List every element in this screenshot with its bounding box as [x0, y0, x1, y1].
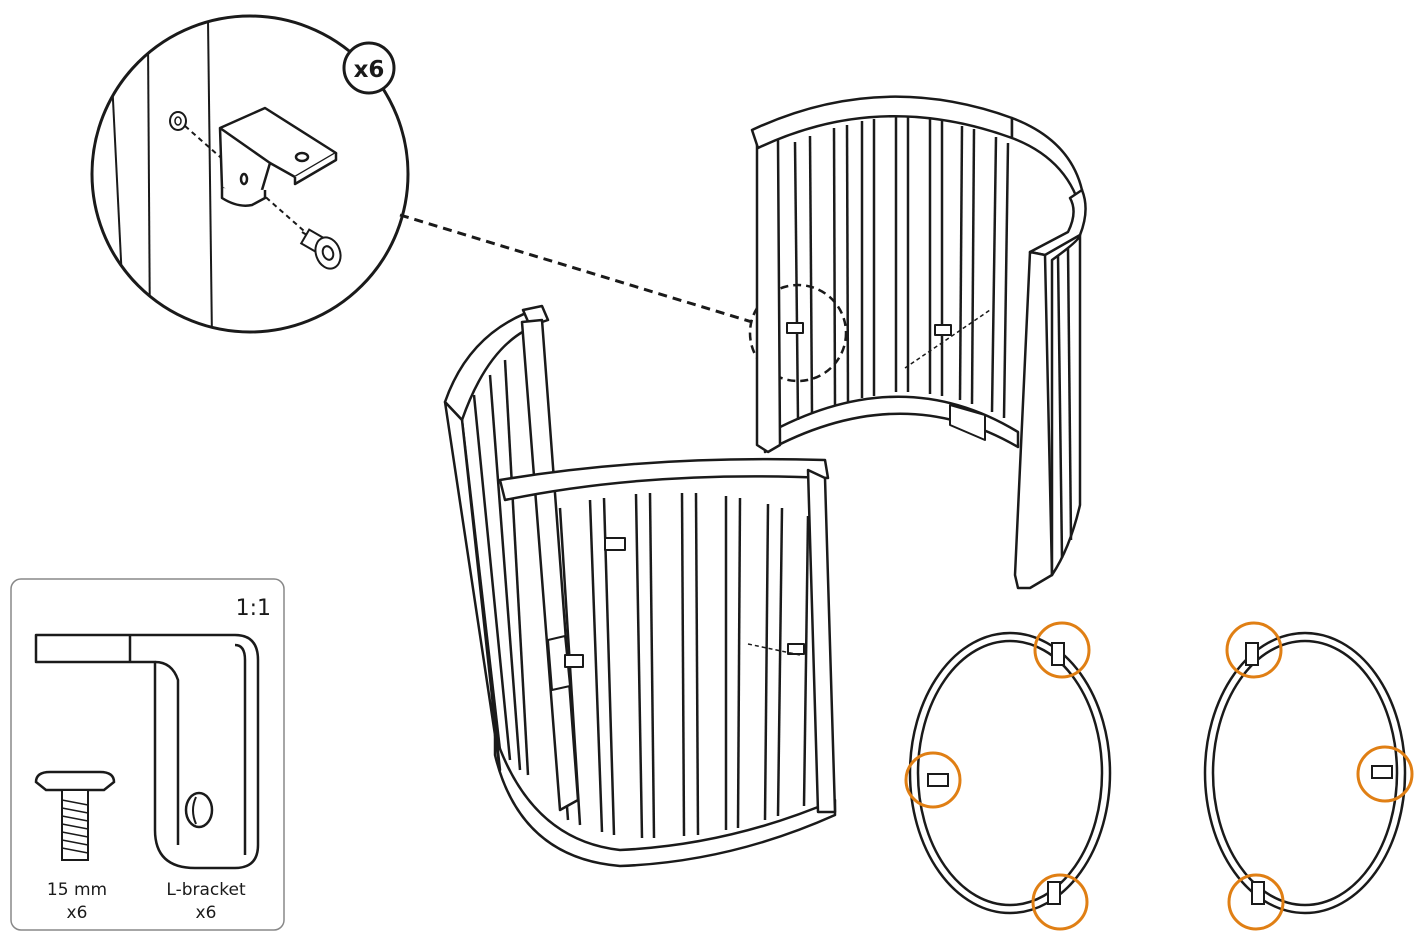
- slat-edge: [147, 39, 151, 332]
- slat-edge: [207, 19, 213, 332]
- highlight-circle: [1033, 621, 1091, 679]
- quantity-badge-label: x6: [354, 57, 385, 83]
- slat-group: [793, 117, 1010, 421]
- parts-box: 1:1 15 mm x6 L-bracket: [10, 578, 285, 931]
- bracket-quantity-label: x6: [196, 903, 217, 923]
- slat-group: [543, 492, 810, 839]
- bolt-quantity-label: x6: [67, 903, 88, 923]
- highlight-circle: [1356, 745, 1414, 803]
- bolt-size-label: 15 mm: [47, 880, 107, 900]
- crib-half-front: [443, 304, 837, 868]
- bracket-name-label: L-bracket: [166, 880, 246, 900]
- highlight-circle: [1031, 873, 1089, 931]
- scale-label: 1:1: [236, 596, 271, 621]
- slat-edge: [109, 39, 126, 332]
- detail-locator-circle: [748, 283, 848, 383]
- l-bracket-icon: [34, 633, 260, 870]
- bolt-icon: [299, 228, 342, 270]
- callout-leader-line: [399, 213, 753, 324]
- l-bracket-icon: [786, 322, 804, 334]
- highlight-circle: [904, 751, 962, 809]
- detail-callout-content: [109, 19, 342, 332]
- detail-callout: x6: [90, 14, 410, 334]
- quantity-badge: [342, 41, 396, 95]
- l-bracket-icon: [604, 537, 626, 551]
- highlight-circle: [1225, 621, 1283, 679]
- l-bracket-icon: [934, 324, 952, 336]
- l-bracket-icon: [218, 106, 338, 207]
- bolt-icon: [34, 770, 116, 861]
- crib-half-back: [750, 95, 1087, 590]
- detail-callout-ring: [90, 14, 410, 334]
- top-view-left: [904, 621, 1112, 931]
- top-view-right: [1203, 621, 1414, 931]
- highlight-circle: [1227, 873, 1285, 931]
- screw-hole: [169, 111, 187, 131]
